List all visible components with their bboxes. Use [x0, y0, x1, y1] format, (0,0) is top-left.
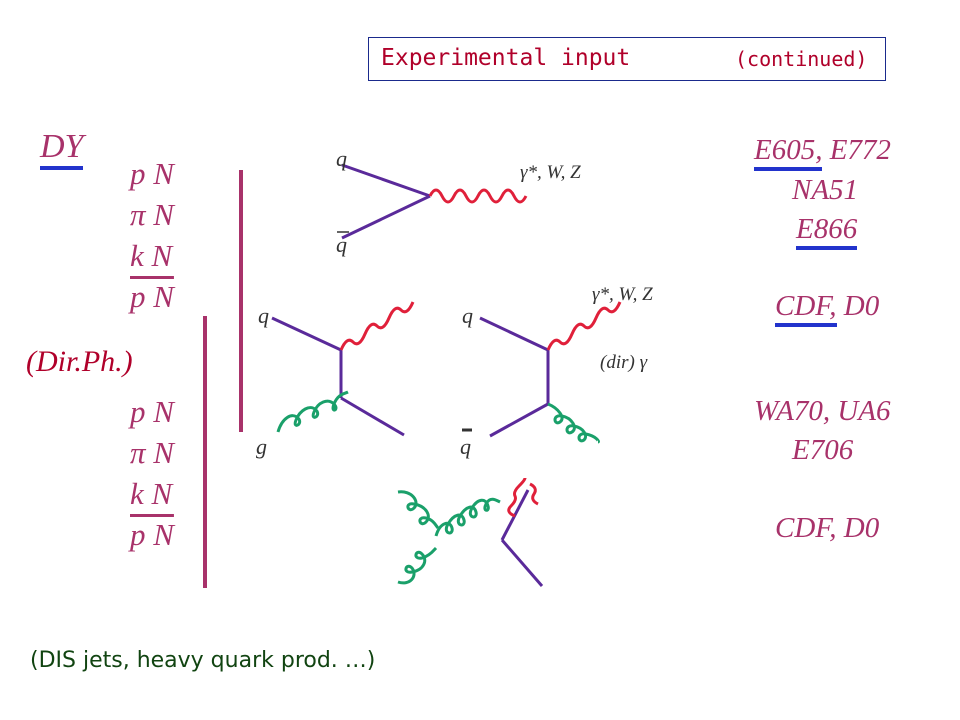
title-main: Experimental input — [381, 45, 631, 71]
annihilation-gluon — [547, 402, 600, 444]
d0-label: D0 — [843, 290, 880, 322]
dirph-collider: CDF, D0 — [775, 512, 880, 544]
dy-experiments-line1: E605, E772 — [754, 134, 891, 171]
dirph-experiments-line1: WA70, UA6 — [754, 395, 891, 427]
gg-quark-down — [500, 539, 544, 587]
e866-label: E866 — [796, 213, 858, 250]
dy-quark-label: q — [336, 146, 347, 171]
dy-collider: CDF, D0 — [775, 290, 880, 327]
annihilation-antiquark-in — [489, 402, 549, 438]
gg-photon-tail — [529, 482, 539, 506]
compton-gluon-label: g — [256, 434, 267, 459]
annihilation-photon — [546, 301, 622, 351]
gg-photon — [507, 477, 527, 518]
dy-beam-kn: k N — [130, 238, 173, 273]
quark-line — [341, 163, 431, 198]
compton-photon — [339, 301, 415, 351]
dirph-beam-pin: π N — [130, 435, 174, 470]
e605-link: E605, — [754, 134, 823, 171]
compton-diagram: q g — [256, 301, 415, 459]
gluon-upper-left — [397, 490, 440, 530]
title-sub: (continued) — [735, 47, 868, 71]
gluon-lower-left — [397, 546, 438, 585]
dy-experiments-line3: E866 — [796, 213, 858, 250]
annihilation-quark-in — [479, 316, 549, 352]
dirph-beam-kn: k N — [130, 476, 173, 511]
dirph-experiments-line2: E706 — [792, 434, 854, 466]
annihilation-quark-label: q — [462, 303, 473, 328]
annihilation-antiquark-label: q — [460, 434, 471, 459]
antiquark-line — [341, 194, 431, 240]
dirph-beam-pbarn: p N — [130, 517, 174, 552]
compton-gluon — [276, 390, 349, 433]
footer-note: (DIS jets, heavy quark prod. …) — [30, 648, 376, 673]
dy-beam-pbarn: p N — [130, 279, 174, 314]
cdf-label: CDF, — [775, 290, 837, 327]
annihilation-boson-label: γ*, W, Z — [592, 284, 653, 305]
title-box: Experimental input (continued) — [368, 37, 886, 81]
gluon-propagator — [434, 497, 501, 537]
dy-antiquark-label: q — [336, 232, 347, 257]
dy-beam-pn: p N — [130, 156, 174, 191]
gluon-gluon-diagram — [397, 477, 544, 587]
dy-boson-label: γ*, W, Z — [520, 162, 581, 183]
compton-quark-out — [340, 396, 405, 437]
dirph-beam-pn: p N — [130, 394, 174, 429]
dy-header: DY — [40, 128, 84, 170]
annihilation-photon-label: (dir) γ — [600, 352, 648, 373]
dirph-header: (Dir.Ph.) — [26, 345, 133, 378]
dy-diagram: q q γ*, W, Z — [336, 146, 581, 257]
boson-wavy-line — [428, 188, 528, 204]
compton-quark-label: q — [258, 303, 269, 328]
e772-label: E772 — [829, 134, 891, 166]
dy-experiments-line2: NA51 — [792, 174, 859, 206]
annihilation-diagram: q q γ*, W, Z (dir) γ — [460, 284, 653, 459]
dy-beam-pin: π N — [130, 197, 174, 232]
compton-quark-in — [271, 316, 342, 352]
dy-header-label: DY — [40, 128, 84, 170]
